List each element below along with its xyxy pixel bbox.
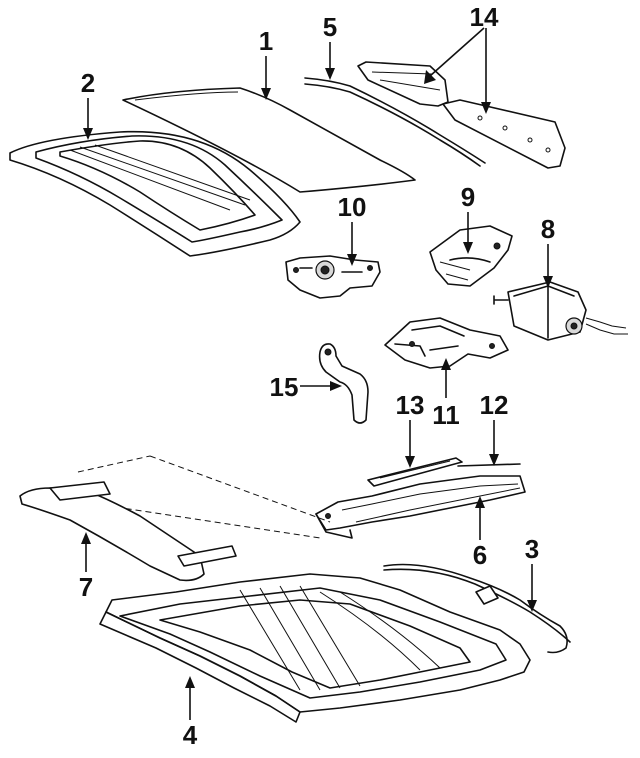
part-5-weatherstrip bbox=[304, 77, 486, 167]
callout-7: 7 bbox=[79, 572, 93, 602]
part-11-support-bracket bbox=[384, 317, 509, 369]
part-2-glass-frame bbox=[9, 130, 301, 257]
callout-14: 14 bbox=[470, 2, 499, 32]
leader-lines bbox=[81, 27, 553, 720]
callout-5: 5 bbox=[323, 12, 337, 42]
guide-line bbox=[77, 455, 331, 539]
callout-labels: 1 2 3 4 5 6 7 8 9 10 11 12 13 14 15 bbox=[79, 2, 555, 750]
part-4-housing-frame bbox=[99, 573, 531, 723]
part-6-track bbox=[315, 475, 526, 539]
part-9-bracket bbox=[429, 225, 513, 287]
callout-13: 13 bbox=[396, 390, 425, 420]
part-10-motor-bracket bbox=[285, 255, 381, 299]
callout-12: 12 bbox=[480, 390, 509, 420]
callout-10: 10 bbox=[338, 192, 367, 222]
callout-8: 8 bbox=[541, 214, 555, 244]
part-7-sunshade bbox=[19, 481, 237, 582]
callout-6: 6 bbox=[473, 540, 487, 570]
part-8-motor bbox=[493, 281, 628, 341]
part-14-wind-deflectors bbox=[357, 61, 566, 169]
callout-11: 11 bbox=[432, 400, 460, 430]
part-13-guide-strip bbox=[367, 457, 463, 487]
part-12-rail bbox=[457, 463, 521, 467]
callout-4: 4 bbox=[183, 720, 198, 750]
callout-9: 9 bbox=[461, 182, 475, 212]
callout-1: 1 bbox=[259, 26, 273, 56]
callout-15: 15 bbox=[270, 372, 299, 402]
part-15-link-arm bbox=[318, 343, 369, 424]
part-3-drive-cable bbox=[383, 563, 571, 654]
part-1-glass-panel bbox=[122, 87, 416, 193]
callout-3: 3 bbox=[525, 534, 539, 564]
callout-2: 2 bbox=[81, 68, 95, 98]
